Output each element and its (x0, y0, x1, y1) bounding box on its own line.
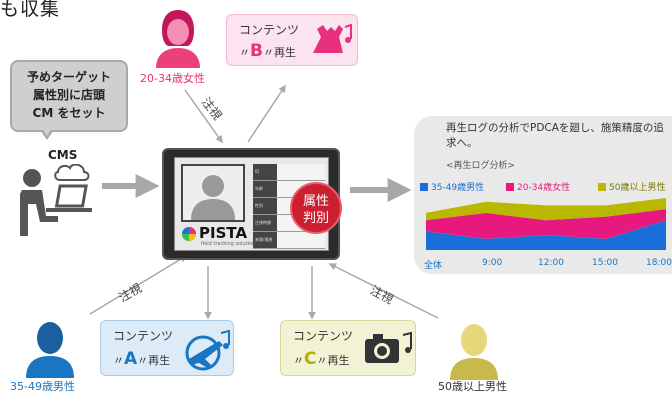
pista-tagline: field tracking solution (201, 241, 256, 247)
badge-line-2: 判別 (302, 211, 329, 226)
persona-label-male-young: 35-49歳男性 (10, 380, 75, 393)
face-photo-icon (181, 164, 245, 222)
page-title-fragment: も収集 (0, 0, 61, 20)
badge-line-1: 属性 (302, 194, 329, 209)
x-tick-2: 12:00 (538, 258, 564, 268)
legend-swatch (420, 182, 428, 191)
cloud-icon (54, 164, 90, 181)
analysis-title: 再生ログの分析でPDCAを廻し、施策精度の追求へ。 (446, 122, 664, 149)
analysis-subtitle: <再生ログ分析> (446, 161, 516, 171)
area-series-2 (426, 198, 666, 221)
female-persona-icon (150, 6, 206, 68)
legend-label: 20-34歳女性 (517, 183, 571, 193)
playback-log-area-chart (426, 198, 666, 250)
airplane-icon (185, 329, 230, 371)
x-tick-3: 15:00 (592, 258, 618, 268)
camera-icon (365, 331, 412, 363)
legend-label: 50歳以上男性 (609, 183, 666, 193)
x-tick-0: 全体 (424, 261, 443, 271)
callout-line-3: CM をセット (32, 106, 106, 120)
legend-swatch (506, 182, 514, 191)
content-card-b-sub: 〃B〃再生 (239, 41, 296, 61)
legend-item-0: 35-49歳男性 (420, 180, 484, 193)
pista-logo: PISTA (199, 224, 248, 242)
content-card-c-sub: 〃C〃再生 (293, 349, 350, 369)
attribute-detection-badge: 属性 判別 (290, 182, 342, 234)
dress-icon (313, 23, 352, 53)
x-tick-1: 9:00 (482, 258, 503, 268)
gaze-arrow-woman (184, 89, 223, 144)
persona-label-female: 20-34歳女性 (140, 72, 205, 85)
content-card-c-title: コンテンツ (293, 329, 354, 343)
grid-label: ID (253, 164, 277, 180)
play-arrow-b (247, 84, 286, 143)
content-card-b-title: コンテンツ (239, 23, 300, 37)
content-card-a: コンテンツ 〃A〃再生 (100, 320, 234, 376)
male-young-persona-icon (22, 316, 78, 378)
cms-operator-icon (20, 164, 92, 236)
persona-label-male-senior: 50歳以上男性 (438, 380, 507, 393)
content-card-c: コンテンツ 〃C〃再生 (280, 320, 416, 376)
target-callout: 予めターゲット 属性別に店頭 CM をセット (10, 60, 128, 132)
tablet-screen: ID 年齢 性別 注視時間 来客/通過 PISTA field tracking… (174, 157, 329, 251)
male-senior-persona-icon (446, 318, 502, 380)
gaze-arrow-man-senior (328, 263, 439, 319)
grid-label: 来客/通過 (253, 232, 277, 248)
legend-item-2: 50歳以上男性 (598, 180, 665, 193)
callout-line-2: 属性別に店頭 (32, 88, 105, 102)
area-series-1 (426, 209, 666, 239)
grid-label: 性別 (253, 198, 277, 214)
x-tick-4: 18:00 (646, 258, 672, 268)
legend-label: 35-49歳男性 (431, 183, 485, 193)
content-card-a-sub: 〃A〃再生 (113, 349, 171, 369)
content-card-b: コンテンツ 〃B〃再生 (226, 14, 358, 66)
grid-label: 年齢 (253, 181, 277, 197)
callout-line-1: 予めターゲット (26, 70, 111, 84)
callout-tail-inner (42, 128, 52, 136)
legend-item-1: 20-34歳女性 (506, 180, 570, 193)
gaze-arrow-man-young (89, 255, 188, 315)
grid-label: 注視時間 (253, 215, 277, 231)
pista-logo-icon (182, 227, 196, 241)
legend-swatch (598, 182, 606, 191)
cms-label: CMS (48, 148, 78, 162)
content-card-a-title: コンテンツ (113, 329, 174, 343)
